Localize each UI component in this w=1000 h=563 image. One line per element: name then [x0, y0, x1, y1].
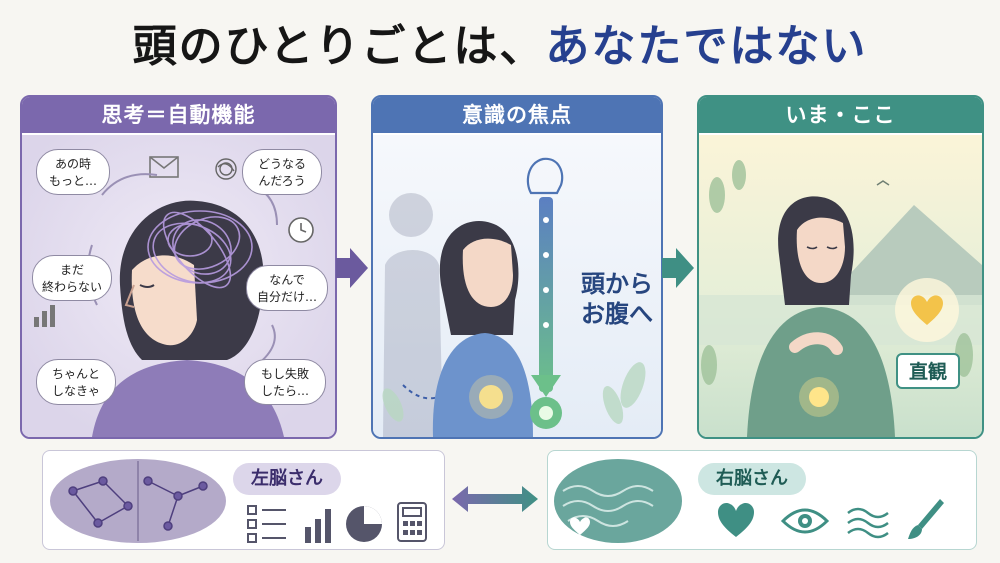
focus-label: 頭からお腹へ [581, 269, 653, 329]
clock-icon [288, 217, 314, 243]
thought-bubble: ちゃんと しなきゃ [36, 359, 116, 405]
title-accent: あなたではない [545, 21, 868, 72]
panel-thought: 思考＝自動機能 あの時 もっと… どうなる んだ [20, 95, 337, 439]
left-brain-illustration [50, 459, 427, 543]
envelope-icon [149, 156, 179, 178]
next-arrow [662, 248, 694, 288]
paintbrush-icon [908, 499, 944, 539]
focus-label-line2: お腹へ [581, 300, 653, 328]
thought-bubble: もし失敗 したら… [244, 359, 326, 405]
heart-icon [911, 295, 943, 325]
bar-chart-icon [305, 509, 331, 543]
focus-label-line1: 頭から [581, 270, 653, 298]
focus-illustration [373, 135, 661, 437]
thought-bubble: なんで 自分だけ… [246, 265, 328, 311]
waves-icon [847, 507, 889, 539]
right-brain-label: 右脳さん [698, 463, 806, 495]
bar-chart-icon [34, 305, 55, 327]
next-arrow [336, 248, 368, 288]
now-illustration [699, 135, 982, 437]
panel-focus: 意識の焦点 頭からお腹へ [371, 95, 663, 439]
panel-focus-heading: 意識の焦点 [373, 97, 661, 133]
panel-thought-heading: 思考＝自動機能 [22, 97, 335, 133]
panel-now: いま・ここ 直観 [697, 95, 984, 439]
thought-bubble: あの時 もっと… [36, 149, 110, 195]
left-brain-card: 左脳さん [42, 450, 445, 550]
title-main: 頭のひとりごとは、 [132, 21, 546, 72]
thought-bubble: どうなる んだろう [242, 149, 322, 195]
checklist-icon [247, 505, 286, 543]
right-brain-card: 右脳さん [547, 450, 977, 550]
tangle-icon [215, 158, 237, 180]
thought-bubble: まだ 終わらない [32, 255, 112, 301]
right-brain-illustration [554, 459, 944, 543]
heart-icon [718, 502, 754, 537]
heart-icon [570, 517, 590, 535]
page-title: 頭のひとりごとは、あなたではない [0, 10, 1000, 74]
left-brain-label: 左脳さん [233, 463, 341, 495]
pie-chart-icon [346, 506, 382, 542]
calculator-icon [397, 502, 427, 542]
tangle-icon [147, 210, 253, 289]
intuition-badge: 直観 [896, 353, 960, 389]
double-arrow-icon [452, 486, 538, 512]
panel-now-heading: いま・ここ [699, 97, 982, 133]
eye-icon [780, 508, 830, 534]
